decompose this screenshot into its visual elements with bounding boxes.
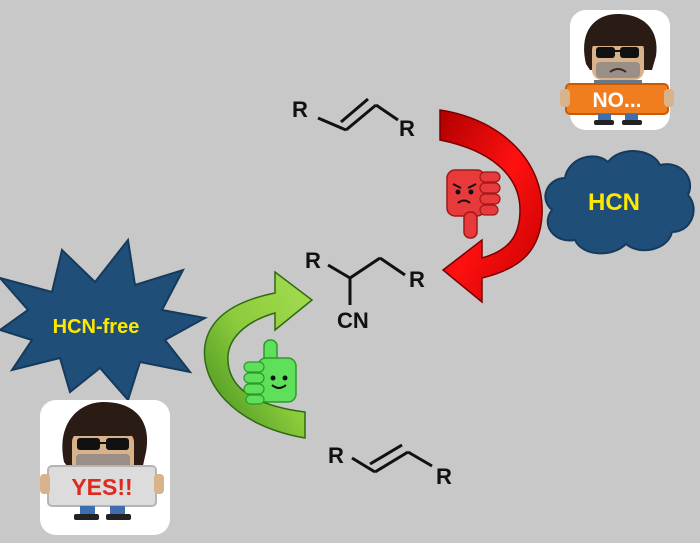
product-r-right: R [409, 267, 425, 292]
bottom-alkene-r-right: R [436, 464, 452, 489]
product-cn-group: CN [337, 308, 369, 333]
top-alkene-r-right: R [399, 116, 415, 141]
character-top-sign: NO... [592, 89, 641, 112]
thumbs-down-icon [446, 169, 501, 239]
top-alkene: R R [292, 97, 415, 141]
character-top: NO... [560, 10, 674, 130]
hcn-free-starburst: HCN-free [0, 237, 208, 402]
hcn-free-label: HCN-free [53, 316, 140, 338]
bottom-alkene-r-left: R [328, 443, 344, 468]
green-curved-arrow [203, 270, 314, 439]
product-r-left: R [305, 248, 321, 273]
top-alkene-r-left: R [292, 97, 308, 122]
character-bottom: YES!! [40, 400, 170, 535]
red-curved-arrow [439, 109, 543, 304]
hcn-cloud-label: HCN [588, 189, 640, 216]
product-nitrile: R R CN [305, 248, 425, 333]
bottom-alkene: R R [328, 443, 452, 489]
character-bottom-sign: YES!! [71, 474, 132, 500]
thumbs-up-icon [243, 339, 297, 405]
hcn-cloud: HCN [544, 150, 695, 255]
